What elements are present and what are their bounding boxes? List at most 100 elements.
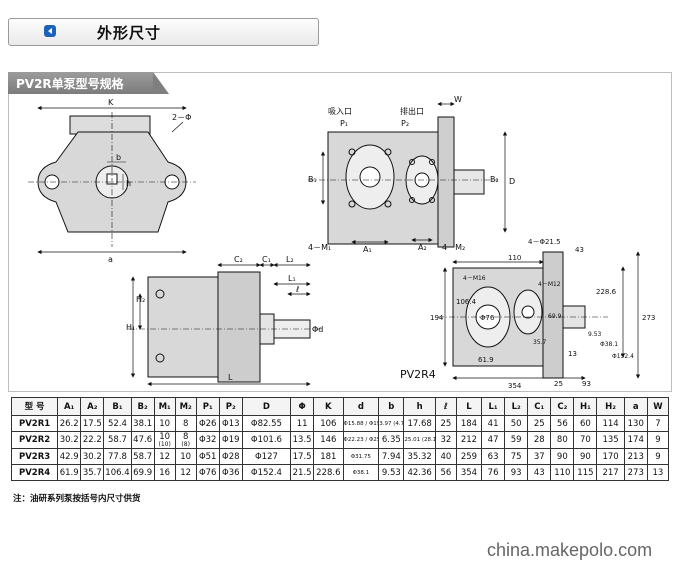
dim-K: K (108, 98, 114, 107)
table-cell: 41 (481, 415, 506, 432)
r4-152-4: Φ152.4 (612, 353, 634, 360)
dim-P1: P₁ (340, 119, 348, 128)
table-cell: 80 (550, 431, 575, 449)
table-cell: 13.5 (290, 431, 315, 449)
model-cell: PV2R1 (10, 415, 59, 432)
dim-D: D (509, 177, 515, 186)
col-header: h (403, 397, 436, 416)
table-cell: 259 (455, 448, 483, 465)
table-cell: 28 (527, 431, 552, 449)
table-cell: 93 (504, 464, 529, 481)
table-cell: 76 (481, 464, 506, 481)
table-cell: 26.2 (57, 415, 82, 432)
table-cell: 3.97 (4.76) (378, 415, 405, 432)
r4-38-1: Φ38.1 (600, 341, 618, 348)
table-cell: Φ19 (218, 431, 243, 449)
table-cell: Φ127 (241, 448, 292, 465)
table-cell: 42.9 (57, 448, 82, 465)
table-cell: 7.94 (378, 448, 405, 465)
table-cell: 110 (550, 464, 575, 481)
table-cell: Φ51 (195, 448, 220, 465)
dim-B1: B₁ (308, 175, 317, 184)
label-suction: 吸入口 (328, 107, 352, 116)
dim-A2: A₂ (418, 243, 427, 252)
pv2r4-label: PV2R4 (400, 368, 436, 381)
r4-354: 354 (508, 382, 522, 390)
table-cell: 7 (646, 415, 670, 432)
table-cell: 184 (455, 415, 483, 432)
table-cell: 11 (290, 415, 315, 432)
bracket-note: (10) (158, 441, 171, 448)
table-cell: 47.6 (130, 431, 155, 449)
table-cell: 43 (527, 464, 552, 481)
table-cell: 217 (596, 464, 625, 481)
top-view (128, 262, 323, 387)
col-header: a (623, 397, 648, 416)
model-cell: PV2R4 (10, 464, 59, 481)
series-tab: PV2R单泵型号规格 (8, 72, 169, 94)
table-cell: 181 (313, 448, 344, 465)
table-cell: 25.01 (28.18) (403, 431, 436, 449)
table-cell: 10 (153, 415, 176, 432)
dim-phi-d: Φd (312, 325, 323, 334)
table-cell: 58.7 (103, 431, 132, 449)
table-cell: 90 (573, 448, 598, 465)
table-cell: Φ31.75 (342, 448, 380, 465)
table-cell: 114 (596, 415, 625, 432)
dim-W: W (454, 95, 462, 104)
col-header: L₁ (481, 397, 506, 416)
col-header: M₂ (174, 397, 197, 416)
table-cell: 35.7 (80, 464, 105, 481)
table-cell: 16 (153, 464, 176, 481)
table-cell: 12 (153, 448, 176, 465)
col-header: A₂ (80, 397, 105, 416)
col-header: b (378, 397, 405, 416)
r4-110: 110 (508, 254, 521, 262)
r4-holes: 4－Φ21.5 (528, 238, 561, 246)
table-cell: 9.53 (378, 464, 405, 481)
table-cell: 21.5 (290, 464, 315, 481)
r4-69-9: 69.9 (548, 313, 562, 320)
table-cell: 170 (596, 448, 625, 465)
col-header: A₁ (57, 397, 82, 416)
table-cell: 30.2 (57, 431, 82, 449)
table-cell: 146 (313, 431, 344, 449)
dim-l: ℓ (295, 285, 299, 294)
table-cell: 30.2 (80, 448, 105, 465)
series-title: PV2R单泵型号规格 (16, 77, 124, 91)
col-header: L₂ (504, 397, 529, 416)
r4-m12: 4－M12 (538, 281, 561, 288)
dim-b: b (116, 153, 121, 162)
table-cell: 63 (481, 448, 506, 465)
table-cell: 90 (550, 448, 575, 465)
col-header: ℓ (434, 397, 457, 416)
col-header: W (646, 397, 670, 416)
table-cell: 10 (174, 448, 197, 465)
model-cell: PV2R3 (10, 448, 59, 465)
col-header: C₁ (527, 397, 552, 416)
col-header: P₁ (195, 397, 220, 416)
label-discharge: 排出口 (400, 106, 424, 116)
table-cell: Φ38.1 (342, 464, 380, 481)
table-cell: 106.4 (103, 464, 132, 481)
table-cell: 47 (481, 431, 506, 449)
table-cell: 61.9 (57, 464, 82, 481)
table-cell: 77.8 (103, 448, 132, 465)
dim-H2: H₂ (136, 295, 145, 304)
dim-2phi: 2－Φ (172, 113, 191, 122)
table-cell: 40 (434, 448, 457, 465)
footnote: 注：油研系列泵按括号内尺寸供货 (13, 494, 141, 504)
table-cell: 212 (455, 431, 483, 449)
table-cell: 60 (573, 415, 598, 432)
table-cell: Φ36 (218, 464, 243, 481)
col-header: P₂ (218, 397, 243, 416)
r4-13: 13 (568, 350, 577, 358)
table-cell: 58.7 (130, 448, 155, 465)
dim-L1: L₁ (288, 274, 296, 283)
table-cell: 32 (434, 431, 457, 449)
table-cell: 69.9 (130, 464, 155, 481)
table-cell: Φ22.23 / Φ25.4 (342, 431, 380, 449)
table-cell: 213 (623, 448, 648, 465)
